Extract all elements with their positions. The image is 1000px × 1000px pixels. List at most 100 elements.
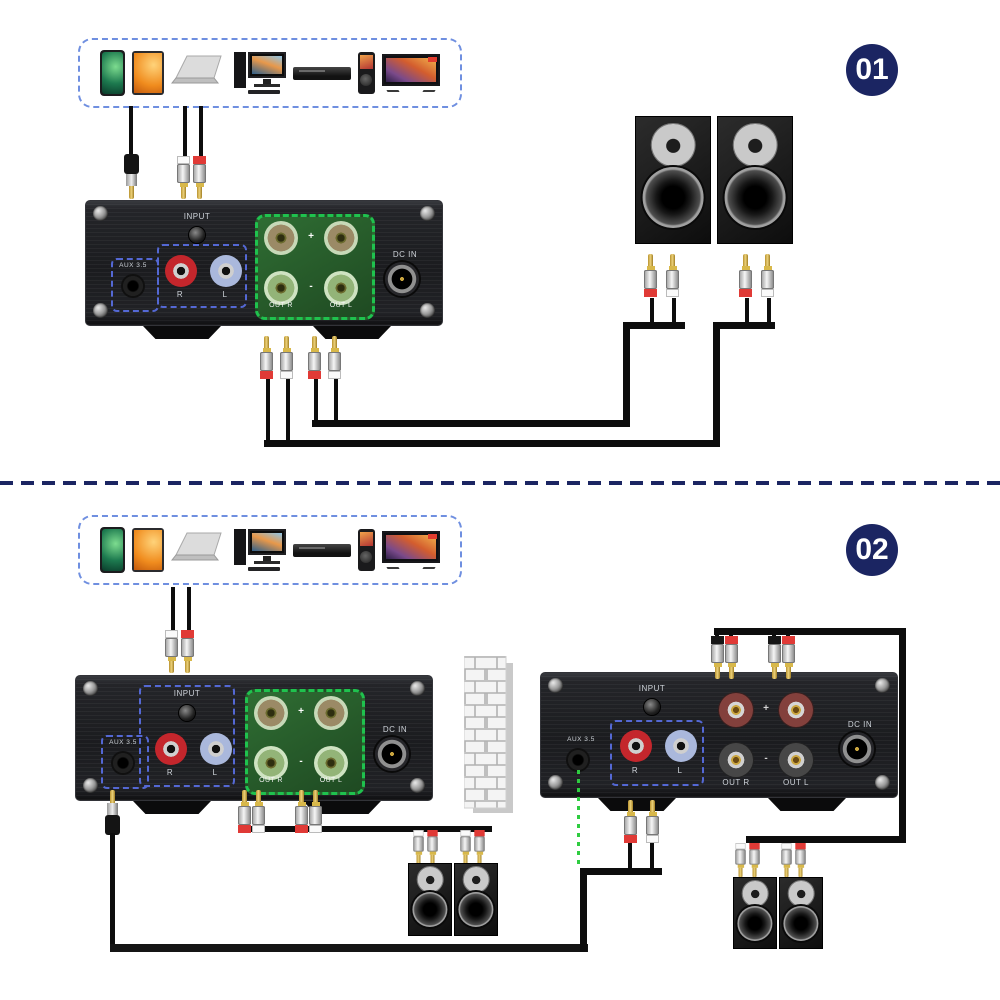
rca-plug-white [252, 790, 265, 833]
rca-band [252, 825, 265, 833]
speaker-cable [266, 376, 270, 444]
speaker-cable-run [713, 322, 720, 447]
laptop-icon [170, 53, 227, 94]
step-badge-02: 02 [846, 524, 898, 576]
rca-tip [416, 854, 421, 865]
rca-body [280, 352, 293, 371]
rca-band [624, 835, 637, 843]
source-devices-box-1 [78, 38, 462, 108]
binding-post-out-r-plus [719, 693, 753, 727]
speaker-tweeter [788, 881, 814, 906]
bookshelf-speaker [454, 863, 498, 936]
portable-player-icon [358, 529, 375, 571]
rca-collar [626, 812, 635, 816]
rca-body [725, 644, 738, 663]
rca-plug-white [280, 336, 293, 379]
aux-jack [568, 750, 588, 770]
rca-collar [784, 663, 793, 667]
binding-post-out-l-plus [779, 693, 813, 727]
tv-icon [382, 531, 440, 569]
input-label: INPUT [173, 689, 201, 698]
rca-input-l [665, 730, 697, 762]
rca-tip [729, 667, 734, 679]
rca-body [328, 352, 341, 371]
rca-collar [741, 266, 750, 270]
speaker-cable [786, 631, 790, 639]
rca-input-r [620, 730, 652, 762]
amp-foot [313, 326, 391, 339]
screw-icon [83, 778, 98, 793]
binding-post-out-l-minus [779, 743, 813, 777]
rca-plug-red [644, 254, 657, 297]
rca-tip [752, 867, 757, 878]
rca-band [177, 156, 190, 164]
rca-plug-white [177, 156, 190, 199]
pc-keyboard [248, 90, 280, 94]
rca-body [666, 270, 679, 289]
dc-in-label: DC IN [847, 720, 873, 729]
pc-keyboard [248, 567, 280, 571]
rca-collar [297, 802, 306, 806]
binding-post-out-l-plus [314, 696, 348, 730]
rca-band [280, 371, 293, 379]
aux-alt-dotted-link [577, 770, 580, 864]
rca-collar [429, 851, 436, 855]
rca-collar [476, 851, 483, 855]
dvd-player-icon [293, 543, 351, 557]
rca-body [308, 352, 321, 371]
screw-icon [410, 778, 425, 793]
pc-base [254, 84, 280, 87]
aux-label: AUX 3.5 [109, 739, 137, 746]
rca-tip [264, 336, 269, 348]
amplifier-rear-panel-2b: INPUT R L AUX 3.5 + - OUT R OUT L DC IN [540, 672, 898, 798]
rca-tip [765, 254, 770, 266]
speaker-cable-run [899, 628, 906, 843]
rca-collar [183, 657, 192, 661]
speaker-woofer [724, 167, 786, 228]
rca-collar [311, 802, 320, 806]
tv-icon [382, 54, 440, 92]
rca-body [460, 836, 471, 852]
rca-tip [786, 667, 791, 679]
rca-body [427, 836, 438, 852]
audio-cable [129, 106, 133, 154]
smartphone-icon [100, 50, 125, 96]
rca-plug-white [165, 630, 178, 673]
aux-label: AUX 3.5 [119, 262, 147, 269]
rca-band [260, 371, 273, 379]
brick-wall [463, 655, 516, 821]
rca-plug-white [460, 830, 471, 865]
rca-tip [784, 867, 789, 878]
speaker-cable-run [264, 440, 720, 447]
speaker-cable-run [623, 322, 685, 329]
speaker-cable [286, 376, 290, 444]
rca-band [795, 843, 806, 850]
rca-plug-red [193, 156, 206, 199]
bookshelf-speaker [717, 116, 793, 244]
speaker-woofer [783, 905, 819, 941]
rca-plug-red [624, 800, 637, 843]
rca-plug-white [761, 254, 774, 297]
pc-monitor [248, 52, 286, 78]
binding-post-out-r-plus [254, 696, 288, 730]
rca-band [309, 825, 322, 833]
rca-collar [310, 348, 319, 352]
bookshelf-speaker [733, 877, 777, 949]
input-knob [179, 705, 195, 721]
rca-input-r [165, 255, 197, 287]
pc-tower [234, 52, 246, 88]
out-r-label: OUT R [722, 778, 750, 787]
rca-body [761, 270, 774, 289]
binding-post-out-r-minus [719, 743, 753, 777]
amp-foot [133, 801, 211, 814]
speaker-cable-run [713, 322, 775, 329]
step-badge-01: 01 [846, 44, 898, 96]
speaker-woofer [642, 167, 704, 228]
rca-plug-white [781, 843, 792, 878]
rca-collar [462, 851, 469, 855]
rca-tip [197, 187, 202, 199]
rca-band [646, 835, 659, 843]
rca-collar [415, 851, 422, 855]
rca-body [413, 836, 424, 852]
